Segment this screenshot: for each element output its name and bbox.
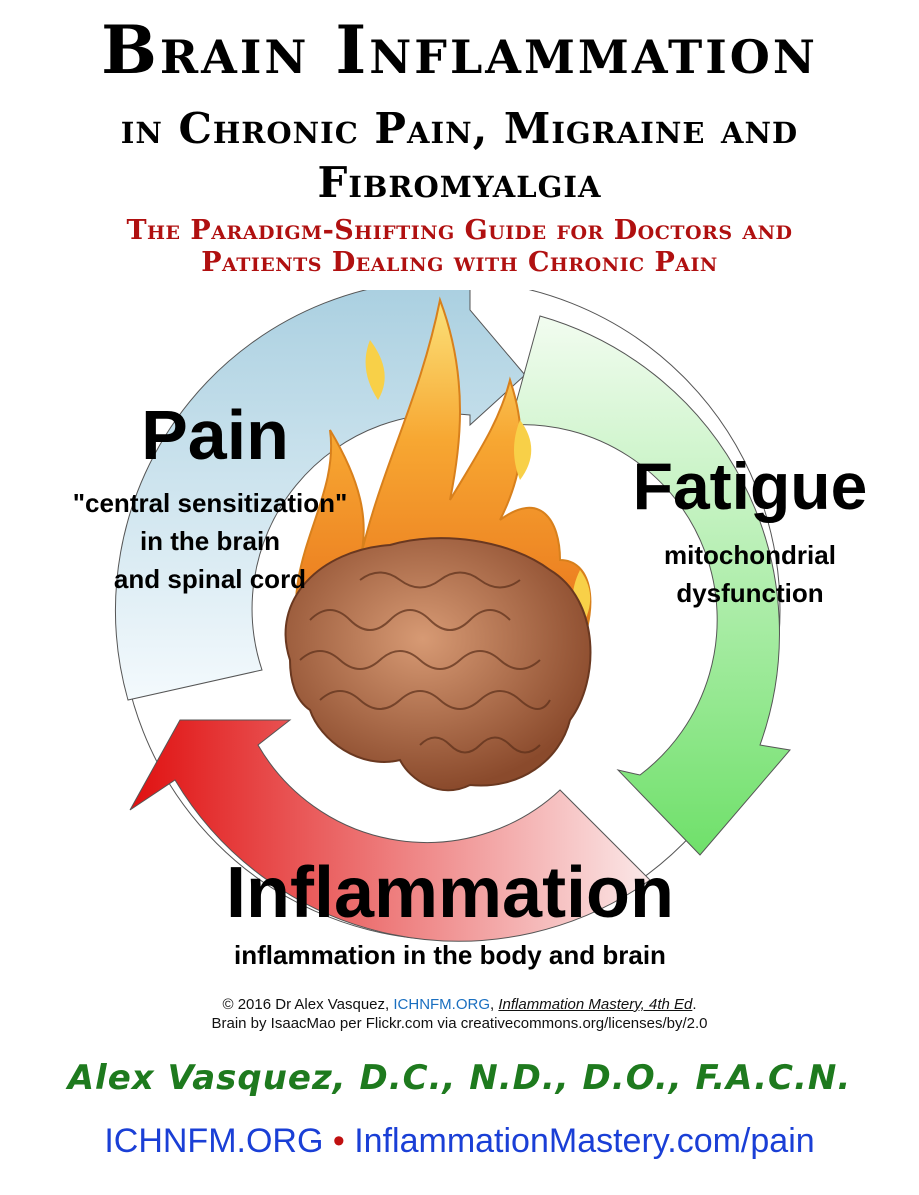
- pain-description: "central sensitization" in the brain and…: [20, 484, 400, 598]
- inflammation-heading: Inflammation: [225, 853, 675, 933]
- credit-site-link[interactable]: ICHNFM.ORG: [393, 996, 491, 1013]
- credit-separator: ,: [490, 996, 499, 1013]
- image-credit: Brain by IsaacMao per Flickr.com via cre…: [211, 1015, 708, 1032]
- fatigue-description: mitochondrial dysfunction: [600, 536, 900, 612]
- fatigue-line: mitochondrial: [664, 540, 836, 570]
- author-name: Alex Vasquez, D.C., N.D., D.O., F.A.C.N.: [67, 1058, 852, 1098]
- subtitle-line-2: Patients Dealing with Chronic Pain: [201, 247, 718, 278]
- bullet-separator: •: [332, 1122, 345, 1160]
- cycle-diagram: [115, 290, 791, 942]
- pain-line: "central sensitization": [72, 488, 348, 518]
- book-title-link[interactable]: Inflammation Mastery, 4th Ed: [498, 996, 693, 1013]
- credit-block: © 2016 Dr Alex Vasquez, ICHNFM.ORG, Infl…: [0, 995, 919, 1033]
- title-line-1: Brain Inflammation: [101, 11, 818, 89]
- subtitle-line-1: The Paradigm-Shifting Guide for Doctors …: [126, 215, 793, 246]
- title-line-3: Fibromyalgia: [317, 158, 602, 207]
- brain-illustration: [284, 537, 592, 792]
- red-arrow-segment: [129, 719, 651, 942]
- green-arrow-segment: [509, 315, 791, 856]
- inflammation-description: inflammation in the body and brain: [234, 940, 666, 970]
- fatigue-line: dysfunction: [676, 578, 824, 608]
- ichnfm-link[interactable]: ICHNFM.ORG: [104, 1122, 324, 1160]
- website-links: ICHNFM.ORG • InflammationMastery.com/pai…: [0, 1122, 919, 1161]
- pain-line: in the brain: [139, 526, 281, 556]
- pain-heading: Pain: [141, 396, 289, 474]
- pain-line: and spinal cord: [113, 564, 307, 594]
- copyright-text: © 2016 Dr Alex Vasquez,: [222, 996, 394, 1013]
- title-line-2: in Chronic Pain, Migraine and: [120, 104, 799, 153]
- inflammation-mastery-link[interactable]: InflammationMastery.com/pain: [354, 1122, 815, 1160]
- fatigue-heading: Fatigue: [632, 449, 868, 523]
- credit-end: .: [692, 996, 697, 1013]
